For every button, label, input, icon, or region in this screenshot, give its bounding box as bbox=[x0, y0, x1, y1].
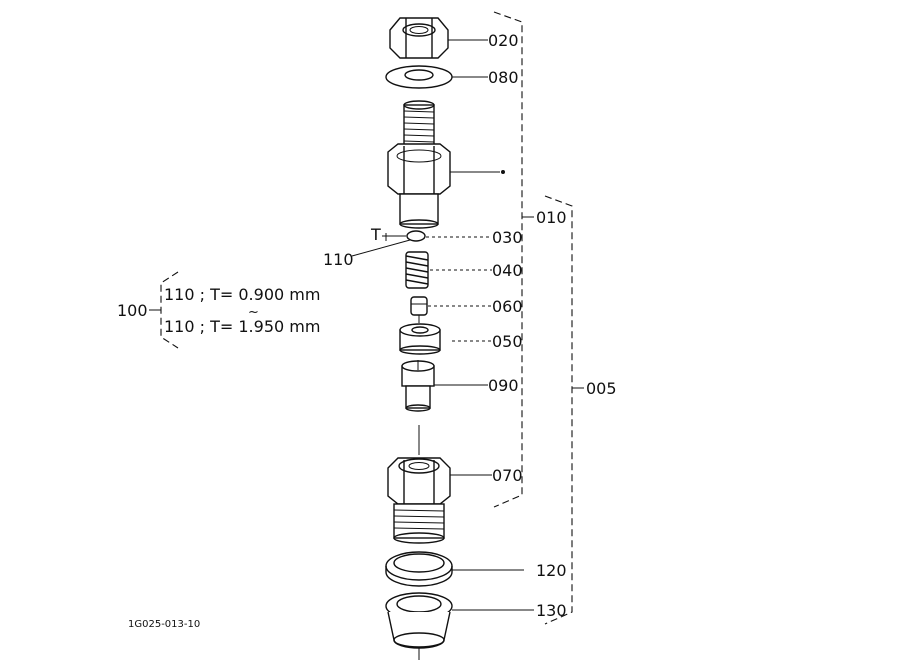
bracket-005 bbox=[544, 195, 573, 625]
label-T: T bbox=[370, 225, 381, 244]
label-030: 030 bbox=[492, 228, 523, 247]
label-020: 020 bbox=[488, 31, 519, 50]
label-040: 040 bbox=[492, 261, 523, 280]
label-130: 130 bbox=[536, 601, 567, 620]
part-030-shim bbox=[406, 230, 426, 242]
part-080-washer bbox=[385, 65, 453, 89]
part-070-retaining-nut bbox=[387, 457, 451, 544]
leader-body-dot bbox=[501, 170, 505, 174]
part-130-seal bbox=[385, 592, 453, 649]
bracket-010 bbox=[493, 11, 523, 508]
label-050: 050 bbox=[492, 332, 523, 351]
label-120: 120 bbox=[536, 561, 567, 580]
shim-spec-tilde: ~ bbox=[248, 305, 259, 320]
part-nozzle-holder-body bbox=[387, 100, 451, 229]
shim-spec-line-1: 110 ; T= 0.900 mm bbox=[164, 285, 320, 304]
label-100: 100 bbox=[117, 301, 148, 320]
label-070: 070 bbox=[492, 466, 523, 485]
shim-spec-line-2: 110 ; T= 1.950 mm bbox=[164, 317, 320, 336]
leader-110 bbox=[351, 239, 411, 257]
part-120-gasket bbox=[385, 551, 453, 587]
label-110: 110 bbox=[323, 250, 354, 269]
part-090-nozzle bbox=[401, 360, 435, 412]
label-090: 090 bbox=[488, 376, 519, 395]
label-005: 005 bbox=[586, 379, 617, 398]
label-080: 080 bbox=[488, 68, 519, 87]
bracket-100 bbox=[160, 271, 179, 349]
part-050-distance-piece bbox=[399, 323, 441, 355]
drawing-id: 1G025-013-10 bbox=[128, 619, 200, 630]
label-060: 060 bbox=[492, 297, 523, 316]
part-020-nut bbox=[389, 17, 449, 59]
part-060-push-rod bbox=[410, 296, 428, 323]
label-010: 010 bbox=[536, 208, 567, 227]
part-040-spring bbox=[405, 251, 429, 289]
